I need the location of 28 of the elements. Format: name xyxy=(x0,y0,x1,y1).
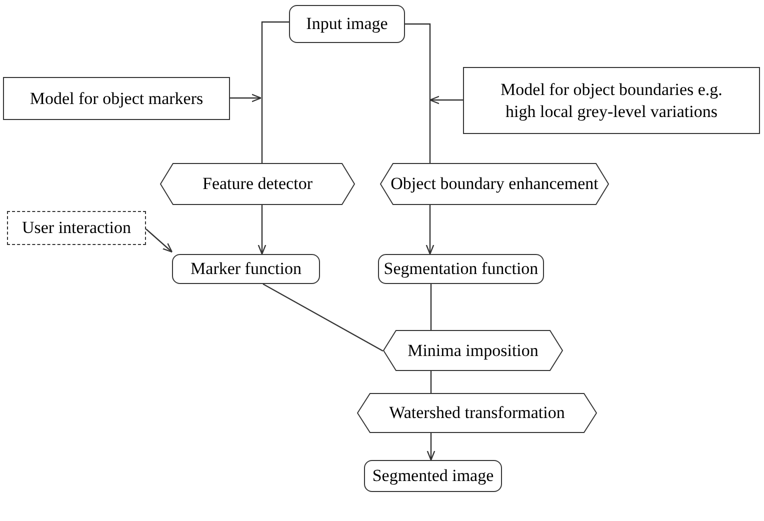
connector-arrow xyxy=(426,205,434,255)
connector-arrow xyxy=(230,94,262,102)
connector-arrow xyxy=(426,433,436,461)
node-label: Object boundary enhancement xyxy=(390,173,600,195)
operation-hexagon xyxy=(383,330,563,371)
node-label: Marker function xyxy=(190,258,302,280)
operation-hexagon xyxy=(160,163,355,205)
node-label: Segmentation function xyxy=(382,258,540,280)
connector-arrow xyxy=(258,205,266,255)
input-box xyxy=(463,67,760,134)
node-label: User interaction xyxy=(20,217,132,239)
node-label: Feature detector xyxy=(202,173,314,195)
process-box xyxy=(172,254,320,284)
connector-arrow xyxy=(146,228,173,253)
process-box xyxy=(364,460,502,492)
node-label: Model for object boundaries e.g. high local grey-level variations xyxy=(500,78,724,122)
node-label: Input image xyxy=(305,13,389,35)
input-box xyxy=(7,211,146,245)
node-label: Watershed transformation xyxy=(388,402,566,424)
process-box xyxy=(378,254,544,284)
input-box xyxy=(3,77,230,120)
operation-hexagon xyxy=(380,163,609,205)
node-label: Segmented image xyxy=(371,465,495,487)
process-box xyxy=(289,5,405,43)
connector-arrow xyxy=(429,96,463,104)
node-label: Model for object markers xyxy=(28,88,204,110)
node-label: Minima imposition xyxy=(406,340,540,362)
operation-hexagon xyxy=(357,393,597,433)
